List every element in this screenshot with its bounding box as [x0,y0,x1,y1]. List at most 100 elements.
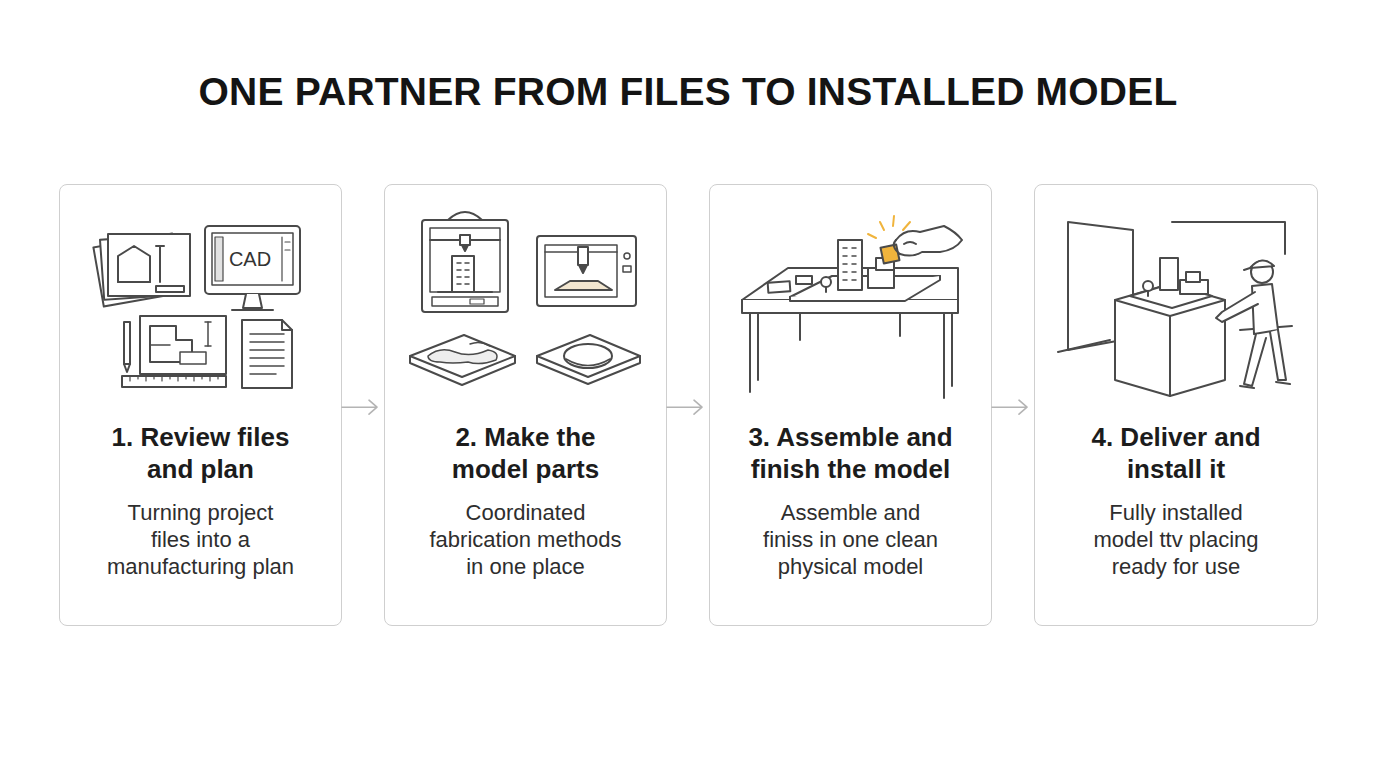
printer-3d-part [457,263,469,284]
printer-3d-part [430,239,500,241]
installer-figure [1216,260,1290,388]
blueprint-stack [93,234,190,307]
installer-figure-part [1216,292,1258,322]
flow-arrow [342,400,377,414]
work-table-part [742,268,958,300]
document-icon-part [282,320,292,330]
site-model [768,240,940,301]
floor-plan-sheet-part [180,352,206,364]
work-table [742,268,958,398]
printer-3d-part [448,212,482,220]
ruler-icon [122,376,226,387]
hand-placing-block-part [881,245,900,264]
installed-model-part [1180,280,1208,294]
floor-plan-sheet-part [207,322,209,346]
room-walls-part [1068,222,1133,350]
work-table-part [750,286,952,398]
ruler-icon-part [130,376,218,381]
site-model-part [868,268,894,288]
room-walls-part [1172,222,1285,254]
installer-figure-part [1244,330,1286,386]
installer-figure-part [1251,261,1273,283]
step-description: Turning project files into a manufacturi… [106,499,296,580]
cad-monitor-part [215,237,223,281]
site-model-part [825,287,827,292]
step-card: 2. Make the model partsCoordinated fabri… [384,184,667,626]
blueprint-stack-part [108,234,190,296]
installed-model-part [1160,258,1178,290]
blueprint-stack-part [159,246,161,282]
blueprint-stack-part [118,281,150,283]
blueprint-stack-part [93,234,182,307]
installed-model-part [1143,281,1153,291]
screen-label: CAD [229,248,271,270]
floor-plan-sheet-part [140,316,226,374]
terrain-tile-part [410,335,515,377]
machined-plate-part [537,356,640,384]
display-plinth-part [1115,284,1225,316]
cnc-machine-part [624,253,630,259]
printer-3d-part [438,291,492,293]
floor-plan-sheet-part [205,345,211,347]
installed-model [1130,258,1212,308]
printer-3d-part [452,256,474,292]
work-table-part [742,300,958,313]
step-heading: 2. Make the model parts [418,421,633,485]
display-plinth-part [1169,316,1171,396]
cad-monitor-part [205,226,300,294]
pencil-icon [124,322,130,372]
site-model-part [843,248,856,280]
flow-arrow [992,400,1027,414]
hand-placing-block-part [894,240,900,254]
room-walls-part [1058,326,1292,352]
blueprint-stack-part [156,286,184,292]
pencil-icon-part [124,364,130,372]
machined-plate-part [564,344,612,368]
site-model-part [790,276,940,297]
installer-figure-part [1240,382,1290,388]
floor-plan-sheet-part [205,321,211,323]
installed-model-part [1186,272,1200,282]
cnc-machine-part [578,247,588,265]
diagram-title: ONE PARTNER FROM FILES TO INSTALLED MODE… [0,68,1376,116]
cnc-machine-part [623,266,631,272]
step-card: 3. Assemble and finish the modelAssemble… [709,184,992,626]
step-description: Coordinated fabrication methods in one p… [426,499,626,580]
document-icon-part [250,334,284,374]
step-heading: 1. Review files and plan [93,421,308,485]
floor-plan-sheet [140,316,226,374]
cnc-machine-part [545,245,617,297]
cnc-machine [537,236,636,306]
step-card: 4. Deliver and install it Fully installed… [1034,184,1318,626]
cad-monitor-part [281,237,282,281]
cad-monitor-part [212,233,293,285]
machined-plate [537,335,640,384]
step-card: 1. Review files and planTurning project … [59,184,342,626]
blueprint-stack-part [100,234,184,299]
cad-monitor-part [243,294,262,308]
document-icon-part [242,320,292,388]
terrain-tile-part [428,350,497,364]
room-walls [1058,222,1292,352]
blueprint-stack-part [156,245,164,247]
cad-monitor [205,226,300,310]
site-model-part [876,258,894,270]
terrain-tile [410,335,515,385]
printer-3d [422,212,508,312]
installed-model-part [1130,284,1212,308]
ruler-icon-part [122,376,226,387]
printer-3d-part [470,299,484,304]
step-description: Assemble and finiss in one clean physica… [758,499,943,580]
cad-monitor-part [285,241,290,242]
terrain-tile-part [470,342,490,346]
printer-3d-part [422,220,508,312]
printer-3d-part [430,228,500,292]
step-heading: 4. Deliver and install it [1069,421,1284,485]
display-plinth-part [1115,300,1225,396]
step-heading: 3. Assemble and finish the model [743,421,958,485]
installed-model-part [1147,291,1149,296]
step-description: Fully installed model ttv placing ready … [1084,499,1269,580]
display-plinth [1115,284,1225,396]
